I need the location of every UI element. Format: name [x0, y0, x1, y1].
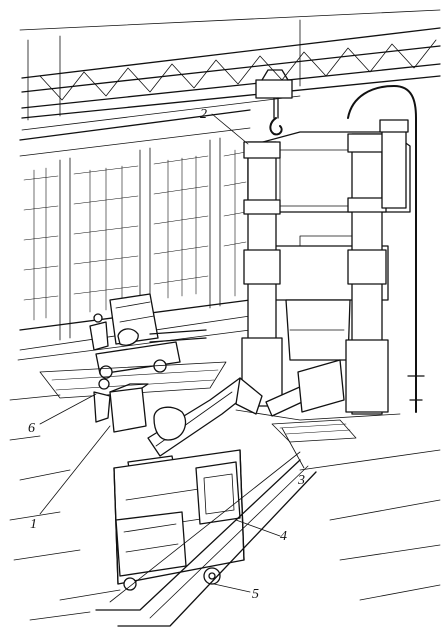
callout-1: 1: [30, 517, 37, 532]
callout-4: 4: [280, 529, 287, 544]
leader-1: [39, 425, 111, 515]
callout-5: 5: [252, 587, 259, 602]
leader-3: [281, 427, 305, 469]
rear-manipulator: [39, 293, 227, 399]
press-column-right: [345, 133, 389, 415]
press-column-rear: [379, 119, 409, 209]
callout-2: 2: [200, 107, 207, 122]
leader-lines: [39, 113, 305, 593]
leader-4: [235, 519, 281, 537]
workpiece: [265, 359, 357, 443]
shop-floor: [9, 329, 441, 621]
leader-5: [213, 583, 251, 593]
roof-truss: [19, 9, 441, 131]
callout-6: 6: [28, 421, 35, 436]
leader-2: [211, 113, 249, 145]
front-manipulator: [113, 377, 263, 591]
crane-hook: [255, 69, 293, 136]
control-console: [93, 378, 149, 433]
callout-3: 3: [297, 473, 305, 488]
rail-track: [95, 451, 317, 627]
leader-6: [39, 393, 97, 425]
press-column-left: [241, 141, 283, 407]
hydraulic-press: [235, 85, 425, 421]
